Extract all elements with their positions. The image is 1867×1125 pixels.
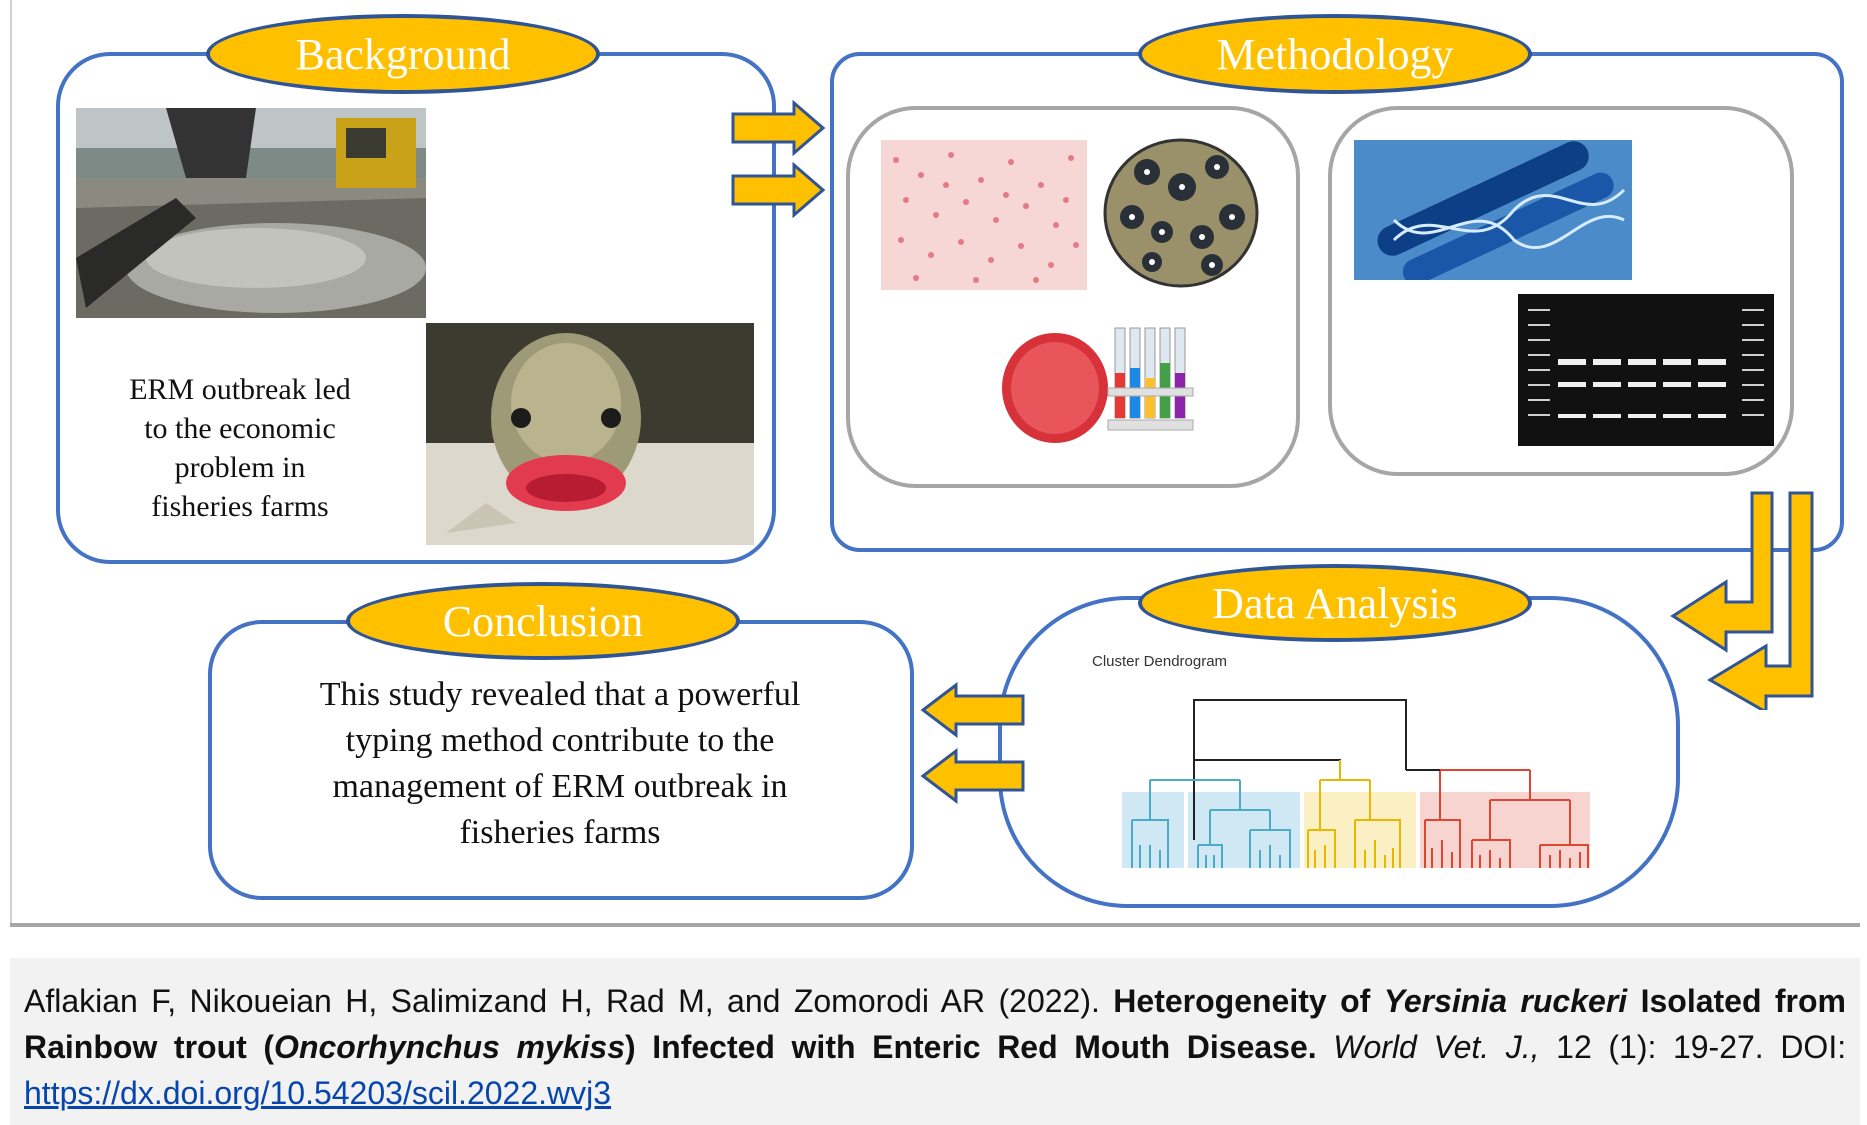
background-text: ERM outbreak led to the economic problem… <box>90 370 390 526</box>
conclusion-text-line: This study revealed that a powerful <box>319 676 801 713</box>
citation-title: Heterogeneity of Yersinia ruckeri Isolat… <box>24 983 1846 1065</box>
cluster-dendrogram <box>1122 699 1590 868</box>
background-text-line: ERM outbreak led <box>129 373 351 406</box>
background-title: Background <box>206 14 600 94</box>
conclusion-text: This study revealed that a powerful typi… <box>240 672 880 856</box>
arrow-left-icon <box>920 682 1025 738</box>
arrow-right-icon <box>731 100 826 156</box>
frame-border <box>10 0 12 925</box>
antibiotic-disc-plate-image <box>1102 137 1260 289</box>
arrow-left-icon <box>920 748 1025 804</box>
fish-red-mouth-photo <box>426 323 754 545</box>
citation-journal: World Vet. J., <box>1333 1029 1540 1065</box>
separator-line <box>10 923 1860 927</box>
conclusion-text-line: fisheries farms <box>459 814 661 851</box>
conclusion-title: Conclusion <box>346 582 740 660</box>
conclusion-text-line: management of ERM outbreak in <box>332 768 788 805</box>
conclusion-text-line: typing method contribute to the <box>345 722 775 759</box>
citation-title-species: Oncorhynchus mykiss <box>274 1029 625 1065</box>
dna-test-tubes-image <box>1354 140 1632 280</box>
citation-volume: 12 (1): 19-27. <box>1556 1029 1764 1065</box>
citation-authors: Aflakian F, Nikoueian H, Salimizand H, R… <box>24 983 1100 1019</box>
dendrogram-title: Cluster Dendrogram <box>1092 653 1228 670</box>
citation-block: Aflakian F, Nikoueian H, Salimizand H, R… <box>10 958 1860 1125</box>
conclusion-panel <box>208 620 914 900</box>
gram-stain-micrograph <box>881 140 1087 290</box>
petri-dish-and-tubes-image <box>1000 318 1200 448</box>
gel-electrophoresis-image <box>1518 294 1774 446</box>
fish-harvest-photo <box>76 108 426 318</box>
doi-link[interactable]: https://dx.doi.org/10.54203/scil.2022.wv… <box>24 1075 612 1111</box>
bent-arrow-icon <box>1670 491 1814 710</box>
citation-doi-label: DOI: <box>1780 1029 1847 1065</box>
citation-title-part: Heterogeneity of <box>1113 983 1371 1019</box>
background-text-line: to the economic <box>144 412 336 445</box>
background-text-line: fisheries farms <box>151 490 329 523</box>
citation-title-part: ) Infected with Enteric Red Mouth Diseas… <box>625 1029 1317 1065</box>
arrow-right-icon <box>731 162 826 218</box>
citation-title-part: Isolated from Rainbow trout ( <box>24 983 1847 1065</box>
data-analysis-title: Data Analysis <box>1138 564 1532 642</box>
methodology-title: Methodology <box>1138 14 1532 94</box>
citation-title-species: Yersinia ruckeri <box>1383 983 1628 1019</box>
background-text-line: problem in <box>174 451 306 484</box>
